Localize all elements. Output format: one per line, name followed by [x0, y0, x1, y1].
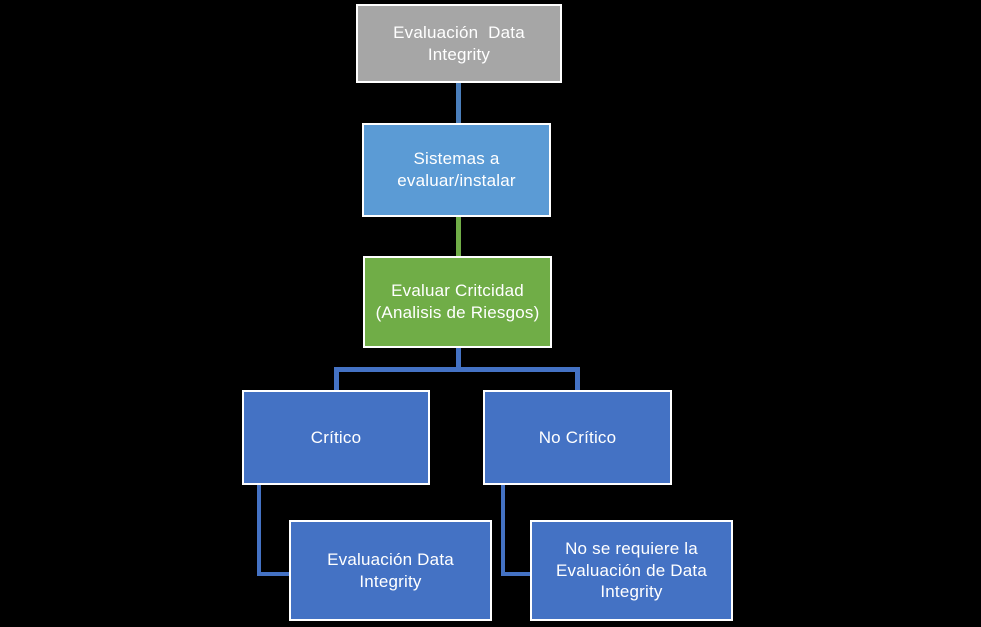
node-evaluacion-data-integrity-result: Evaluación Data Integrity — [289, 520, 492, 621]
node-no-critico: No Crítico — [483, 390, 672, 485]
node-label: No se requiere la Evaluación de Data Int… — [555, 538, 708, 602]
connector-critico-elbow-horizontal — [257, 572, 291, 576]
node-label: Evaluación Data Integrity — [393, 22, 525, 64]
connector-critico-elbow-vertical — [257, 485, 261, 576]
node-label: Evaluar Critcidad (Analisis de Riesgos) — [375, 281, 540, 322]
connector-branch-horizontal — [334, 367, 580, 372]
connector-branch-stem — [456, 348, 461, 372]
node-sistemas-a-evaluar-instalar: Sistemas a evaluar/instalar — [362, 123, 551, 217]
connector-sistemas-to-criticidad — [456, 217, 461, 256]
node-label: Evaluación Data Integrity — [327, 549, 454, 591]
node-label: Sistemas a evaluar/instalar — [397, 149, 516, 190]
node-label: Crítico — [310, 427, 362, 447]
connector-no-critico-elbow-vertical — [501, 485, 505, 576]
node-no-se-requiere-evaluacion: No se requiere la Evaluación de Data Int… — [530, 520, 733, 621]
node-evaluacion-data-integrity-start: Evaluación Data Integrity — [356, 4, 562, 83]
connector-branch-to-no-critico — [575, 367, 580, 390]
connector-branch-to-critico — [334, 367, 339, 390]
node-label: No Crítico — [538, 427, 617, 447]
node-critico: Crítico — [242, 390, 430, 485]
connector-no-critico-elbow-horizontal — [501, 572, 532, 576]
node-evaluar-criticidad: Evaluar Critcidad (Analisis de Riesgos) — [363, 256, 552, 348]
connector-start-to-sistemas — [456, 83, 461, 123]
